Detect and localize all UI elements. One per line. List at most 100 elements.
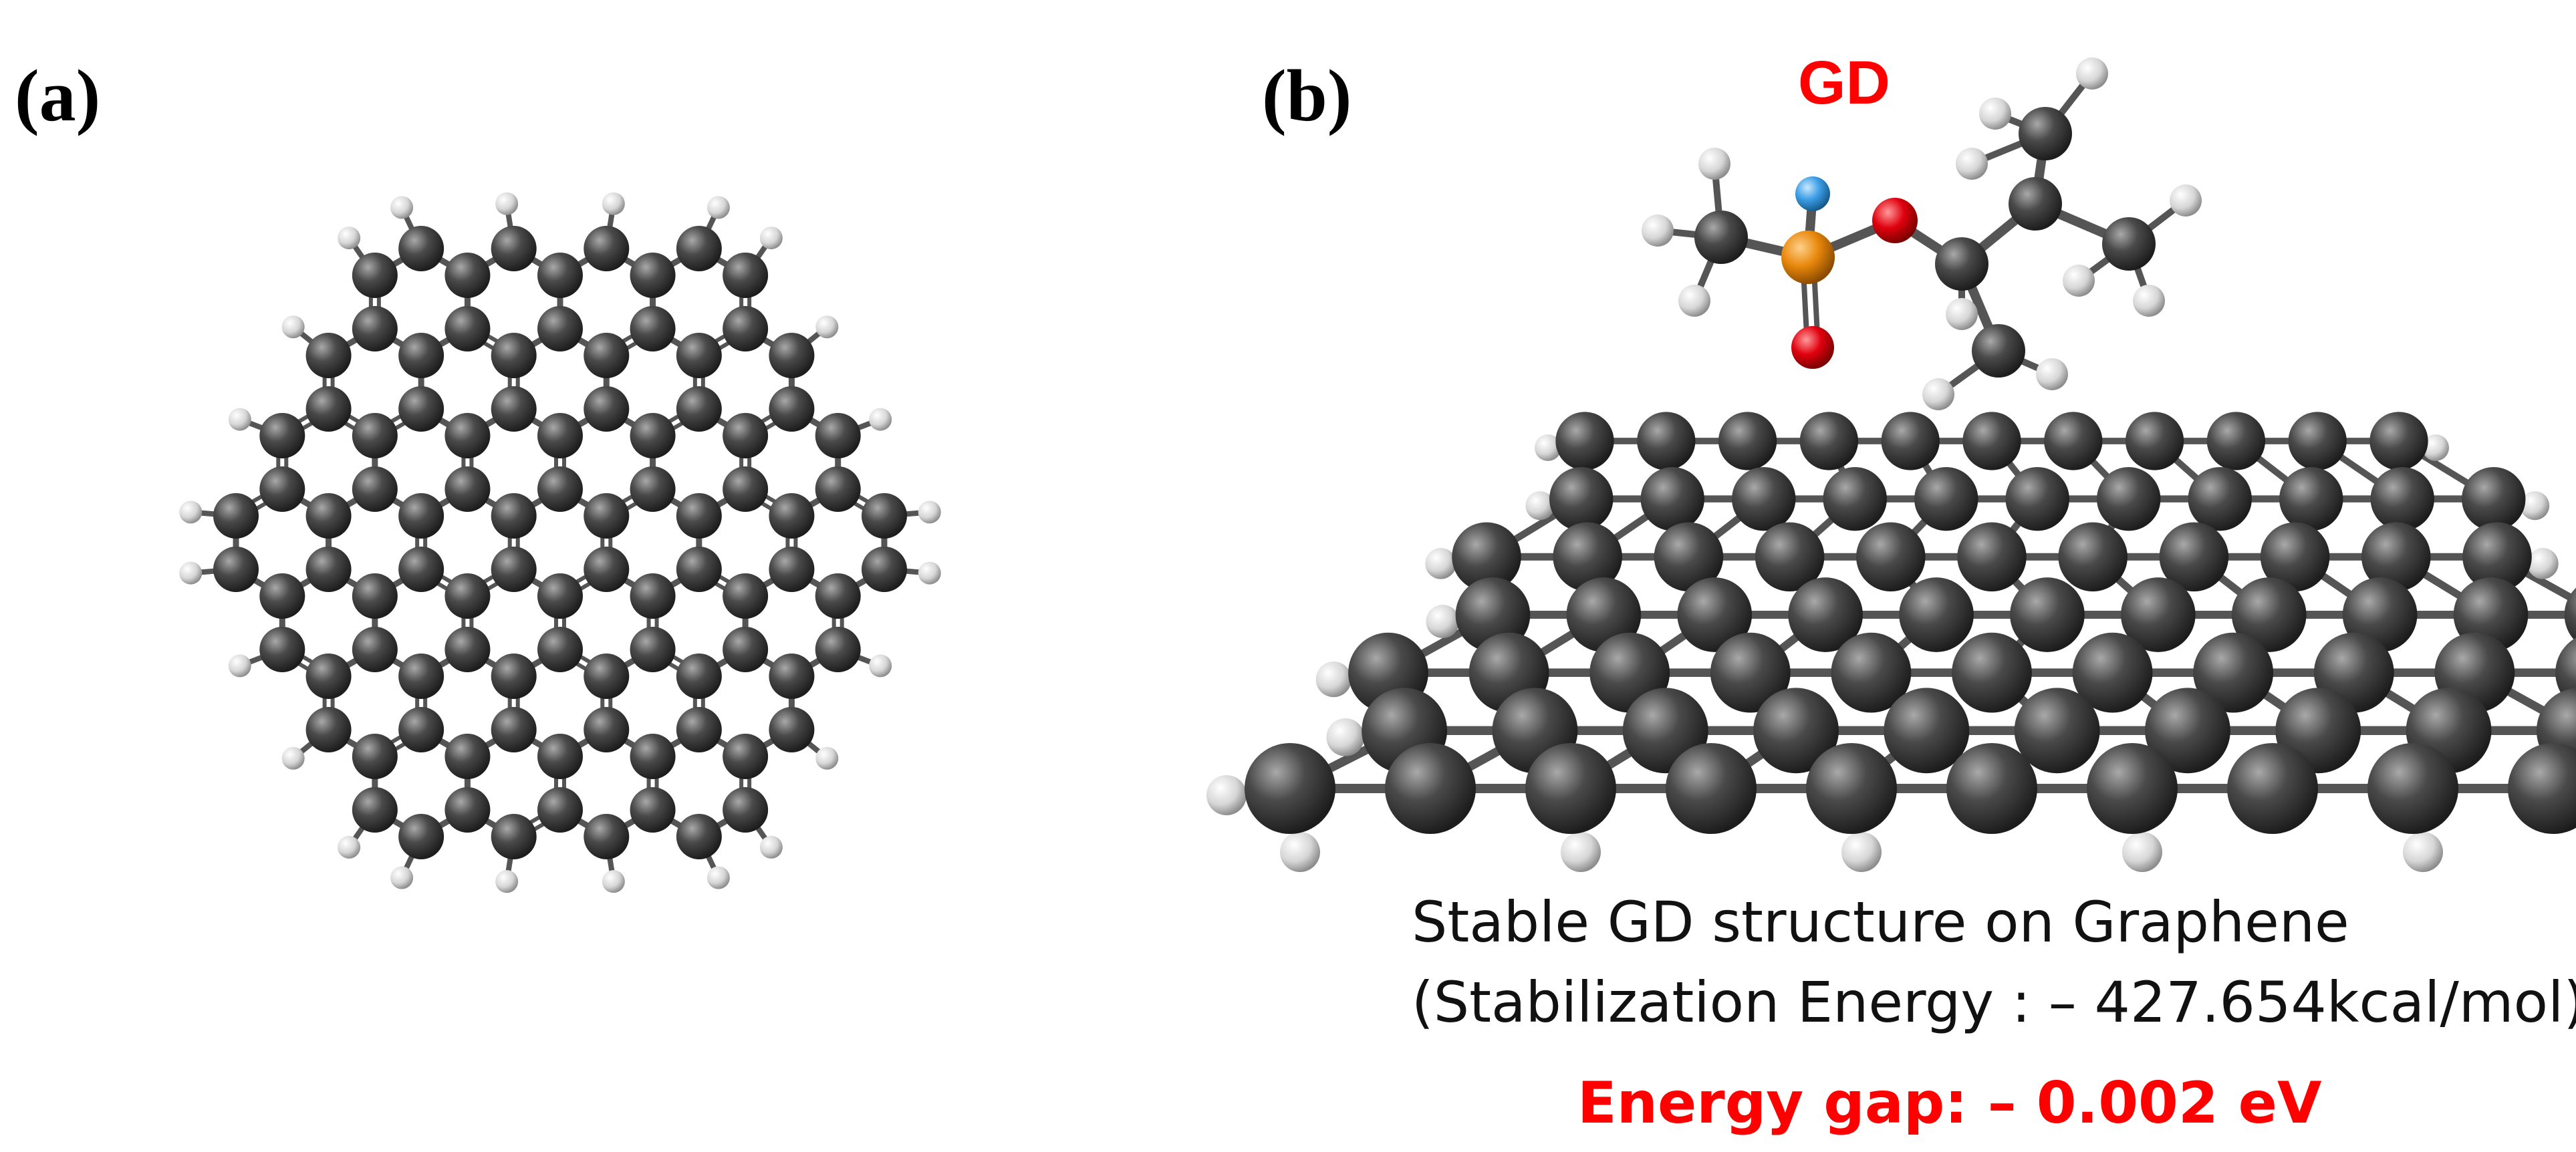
carbon-atom <box>584 386 630 432</box>
carbon-atom <box>491 493 537 539</box>
hydrogen-atom <box>918 561 941 585</box>
carbon-atom <box>1637 412 1696 470</box>
carbon-atom <box>537 253 583 298</box>
hydrogen-atom <box>918 500 941 524</box>
carbon-atom <box>723 627 769 672</box>
hydrogen-atom <box>390 196 414 219</box>
carbon-atom <box>630 253 676 298</box>
carbon-atom <box>2288 412 2347 470</box>
phosphorus-atom <box>1781 231 1835 284</box>
carbon-atom <box>259 627 305 672</box>
hydrogen-atom <box>2063 265 2095 297</box>
hydrogen-atom <box>815 746 839 770</box>
carbon-atom <box>723 734 769 779</box>
carbon-atom <box>2260 522 2330 592</box>
hydrogen-atom <box>338 227 361 250</box>
hydrogen-atom <box>338 835 361 859</box>
carbon-atom <box>305 547 352 592</box>
hydrogen-atom <box>1426 605 1460 638</box>
carbon-atom <box>537 734 583 779</box>
carbon-atom <box>352 734 398 779</box>
hydrogen-atom <box>1561 832 1601 872</box>
carbon-atom <box>769 707 815 752</box>
carbon-atom <box>676 814 722 859</box>
carbon-atom <box>584 333 630 378</box>
hydrogen-atom <box>706 196 730 219</box>
hydrogen-atom <box>2527 548 2559 579</box>
carbon-atom <box>1856 522 1926 592</box>
hydrogen-atom <box>869 408 892 431</box>
hydrogen-atom <box>759 227 783 250</box>
hydrogen-atom <box>759 835 783 859</box>
carbon-atom <box>1549 466 1614 531</box>
carbon-atom <box>630 573 676 619</box>
carbon-atom <box>491 333 537 378</box>
carbon-atom <box>2058 522 2128 592</box>
caption-structure: Stable GD structure on Graphene <box>1412 889 2349 955</box>
carbon-atom <box>676 654 722 699</box>
carbon-atom <box>444 734 491 779</box>
carbon-atom <box>1525 743 1616 834</box>
hydrogen-atom <box>495 192 519 215</box>
carbon-atom <box>769 493 815 539</box>
carbon-atom <box>537 466 583 512</box>
carbon-atom <box>2102 217 2156 271</box>
carbon-atom <box>398 814 444 859</box>
carbon-atom <box>1718 412 1777 470</box>
carbon-atom <box>398 493 444 539</box>
carbon-atom <box>537 627 583 672</box>
carbon-atom <box>630 306 676 351</box>
carbon-atom <box>2367 743 2458 834</box>
carbon-atom <box>2087 743 2178 834</box>
hydrogen-atom <box>815 315 839 339</box>
hydrogen-atom <box>1678 285 1710 317</box>
carbon-atom <box>815 627 861 672</box>
carbon-atom <box>1385 743 1476 834</box>
carbon-atom <box>2019 107 2072 160</box>
carbon-atom <box>352 466 398 512</box>
carbon-atom <box>723 787 769 833</box>
carbon-atom <box>723 466 769 512</box>
carbon-atom <box>1914 466 1978 531</box>
hydrogen-atom <box>1979 98 2011 130</box>
carbon-atom <box>2145 688 2230 774</box>
hydrogen-atom <box>390 866 414 889</box>
graphene-side-view <box>1206 412 2576 872</box>
carbon-atom <box>213 493 259 539</box>
carbon-atom <box>352 627 398 672</box>
carbon-atom <box>630 413 676 458</box>
carbon-atom <box>444 787 491 833</box>
hydrogen-atom <box>2076 57 2108 90</box>
hydrogen-atom <box>1326 718 1365 756</box>
hydrogen-atom <box>228 408 251 431</box>
carbon-atom <box>1831 632 1912 713</box>
carbon-atom <box>1245 743 1335 834</box>
carbon-atom <box>1753 688 1839 774</box>
hydrogen-atom <box>1280 832 1320 872</box>
carbon-atom <box>2005 466 2069 531</box>
carbon-atom <box>2508 743 2576 834</box>
hydrogen-atom <box>2520 491 2550 521</box>
carbon-atom <box>584 814 630 859</box>
carbon-atom <box>769 547 815 592</box>
carbon-atom <box>2188 466 2252 531</box>
carbon-atom <box>1881 412 1940 470</box>
carbon-atom <box>305 493 352 539</box>
carbon-atom <box>537 306 583 351</box>
carbon-atom <box>1553 522 1622 592</box>
carbon-atom <box>723 573 769 619</box>
carbon-atom <box>2462 522 2532 592</box>
oxygen-atom <box>1791 326 1834 369</box>
molecule-title: GD <box>1798 49 1890 117</box>
hydrogen-atom <box>2036 358 2068 390</box>
carbon-atom <box>2279 466 2343 531</box>
carbon-atom <box>769 333 815 378</box>
carbon-atom <box>630 627 676 672</box>
carbon-atom <box>584 226 630 271</box>
carbon-atom <box>2072 632 2153 713</box>
carbon-atom <box>2044 412 2103 470</box>
hydrogen-atom <box>869 654 892 678</box>
hydrogen-atom <box>2403 832 2443 872</box>
carbon-atom <box>769 654 815 699</box>
